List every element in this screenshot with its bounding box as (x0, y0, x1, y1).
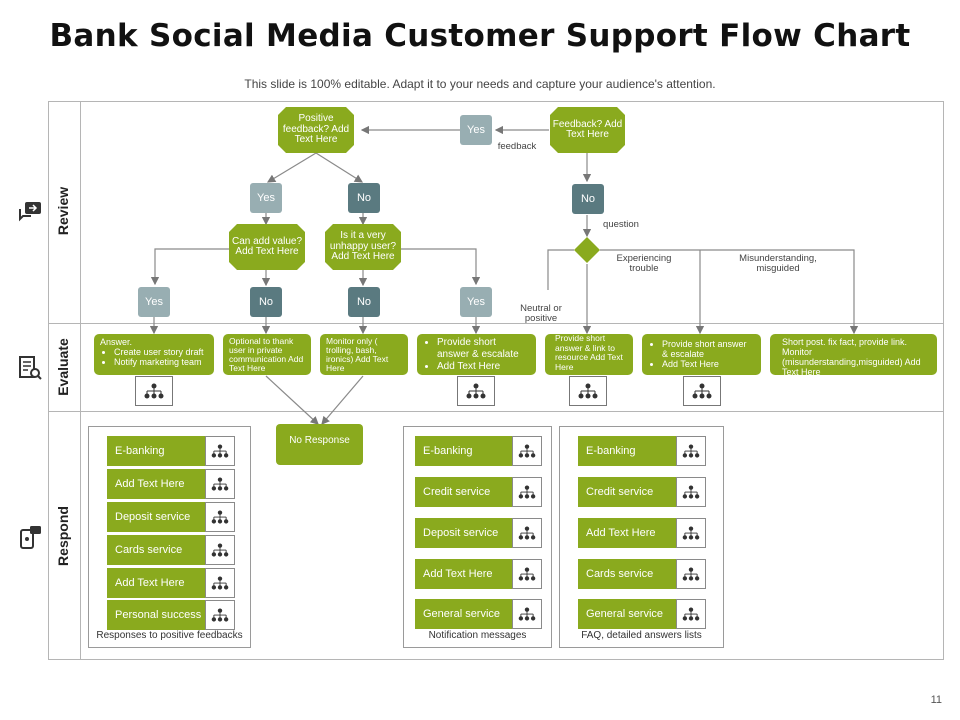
evaluate-box-escalate-2-item: Add Text Here (662, 359, 755, 369)
evaluate-box-monitor: Monitor only ( trolling, bash, ironics) … (320, 334, 408, 375)
panel3-row-label: Credit service (578, 477, 677, 507)
no-pill-right: No (572, 184, 604, 214)
evaluate-box-answer-title: Answer. (100, 337, 133, 347)
panel-faq (559, 426, 724, 648)
evaluate-box-escalate-item: Add Text Here (437, 361, 530, 373)
org-chart-icon (676, 599, 706, 629)
panel3-row-label: E-banking (578, 436, 677, 466)
org-chart-icon (676, 436, 706, 466)
unhappy-user-node: Is it a very unhappy user? Add Text Here (325, 224, 401, 270)
org-chart-icon (683, 376, 721, 406)
org-chart-icon (205, 436, 235, 466)
feedback-node: Feedback? Add Text Here (550, 107, 625, 153)
panel2-row-label: Credit service (415, 477, 513, 507)
label-misunderstanding: Misunderstanding, misguided (739, 253, 817, 274)
label-neutral-positive: Neutral or positive (520, 303, 562, 324)
org-chart-icon (676, 559, 706, 589)
panel2-row-label: General service (415, 599, 513, 629)
org-chart-icon (135, 376, 173, 406)
evaluate-box-short-post: Short post. fix fact, provide link. Moni… (770, 334, 937, 375)
yes-pill-top: Yes (460, 115, 492, 145)
org-chart-icon (676, 477, 706, 507)
panel1-row-label: Personal success (107, 600, 207, 630)
yes-pill-b1: Yes (138, 287, 170, 317)
evaluate-box-escalate-2-item: Provide short answer & escalate (662, 339, 755, 359)
can-add-value-node: Can add value? Add Text Here (229, 224, 305, 270)
org-chart-icon (512, 518, 542, 548)
panel2-label: Notification messages (428, 630, 527, 641)
panel1-row-label: E-banking (107, 436, 207, 466)
label-question: question (603, 219, 639, 230)
evaluate-box-answer-item: Notify marketing team (114, 357, 208, 367)
decision-diamond (574, 237, 600, 263)
org-chart-icon (205, 502, 235, 532)
evaluate-box-escalate: Provide short answer & escalate Add Text… (417, 334, 536, 375)
org-chart-icon (205, 600, 235, 630)
flowchart-frame (48, 101, 944, 660)
evaluate-box-answer-item: Create user story draft (114, 347, 208, 357)
org-chart-icon (205, 535, 235, 565)
panel2-row-label: Deposit service (415, 518, 513, 548)
positive-feedback-node: Positive feedback? Add Text Here (278, 107, 354, 153)
panel2-row-label: Add Text Here (415, 559, 513, 589)
section-divider-review (48, 323, 944, 324)
org-chart-icon (676, 518, 706, 548)
chat-bubbles-icon (19, 202, 41, 222)
evaluate-box-escalate-item: Provide short answer & escalate (437, 337, 530, 361)
panel1-row-label: Deposit service (107, 502, 207, 532)
page-subtitle: This slide is 100% editable. Adapt it to… (244, 77, 716, 91)
org-chart-icon (569, 376, 607, 406)
org-chart-icon (457, 376, 495, 406)
panel3-row-label: General service (578, 599, 677, 629)
org-chart-icon (205, 568, 235, 598)
panel1-row-label: Add Text Here (107, 469, 207, 499)
page-number: 11 (930, 694, 942, 706)
panel1-row-label: Cards service (107, 535, 207, 565)
panel1-row-label: Add Text Here (107, 568, 207, 598)
no-pill-b2: No (250, 287, 282, 317)
evaluate-box-escalate-2: Provide short answer & escalate Add Text… (642, 334, 761, 375)
evaluate-box-answer: Answer. Create user story draft Notify m… (94, 334, 214, 375)
evaluate-box-resource: Provide short answer & link to resource … (545, 334, 633, 375)
yes-pill-left: Yes (250, 183, 282, 213)
panel-positive-feedbacks (88, 426, 251, 648)
no-response-node: No Response (276, 424, 363, 465)
label-feedback: feedback (497, 141, 537, 152)
org-chart-icon (512, 599, 542, 629)
label-column-divider (80, 101, 81, 660)
no-pill-mid: No (348, 183, 380, 213)
panel1-label: Responses to positive feedbacks (96, 630, 243, 641)
panel2-row-label: E-banking (415, 436, 513, 466)
panel3-row-label: Add Text Here (578, 518, 677, 548)
org-chart-icon (512, 477, 542, 507)
org-chart-icon (512, 559, 542, 589)
mobile-chat-icon (20, 526, 41, 549)
panel3-label: FAQ, detailed answers lists (581, 630, 702, 641)
no-pill-b3: No (348, 287, 380, 317)
evaluate-box-thank: Optional to thank user in private commun… (223, 334, 311, 375)
org-chart-icon (512, 436, 542, 466)
document-search-icon (19, 356, 42, 380)
label-experiencing-trouble: Experiencing trouble (616, 253, 672, 274)
section-divider-evaluate (48, 411, 944, 412)
page-title: Bank Social Media Customer Support Flow … (49, 18, 911, 54)
panel-notification-messages (403, 426, 552, 648)
yes-pill-b4: Yes (460, 287, 492, 317)
panel3-row-label: Cards service (578, 559, 677, 589)
org-chart-icon (205, 469, 235, 499)
